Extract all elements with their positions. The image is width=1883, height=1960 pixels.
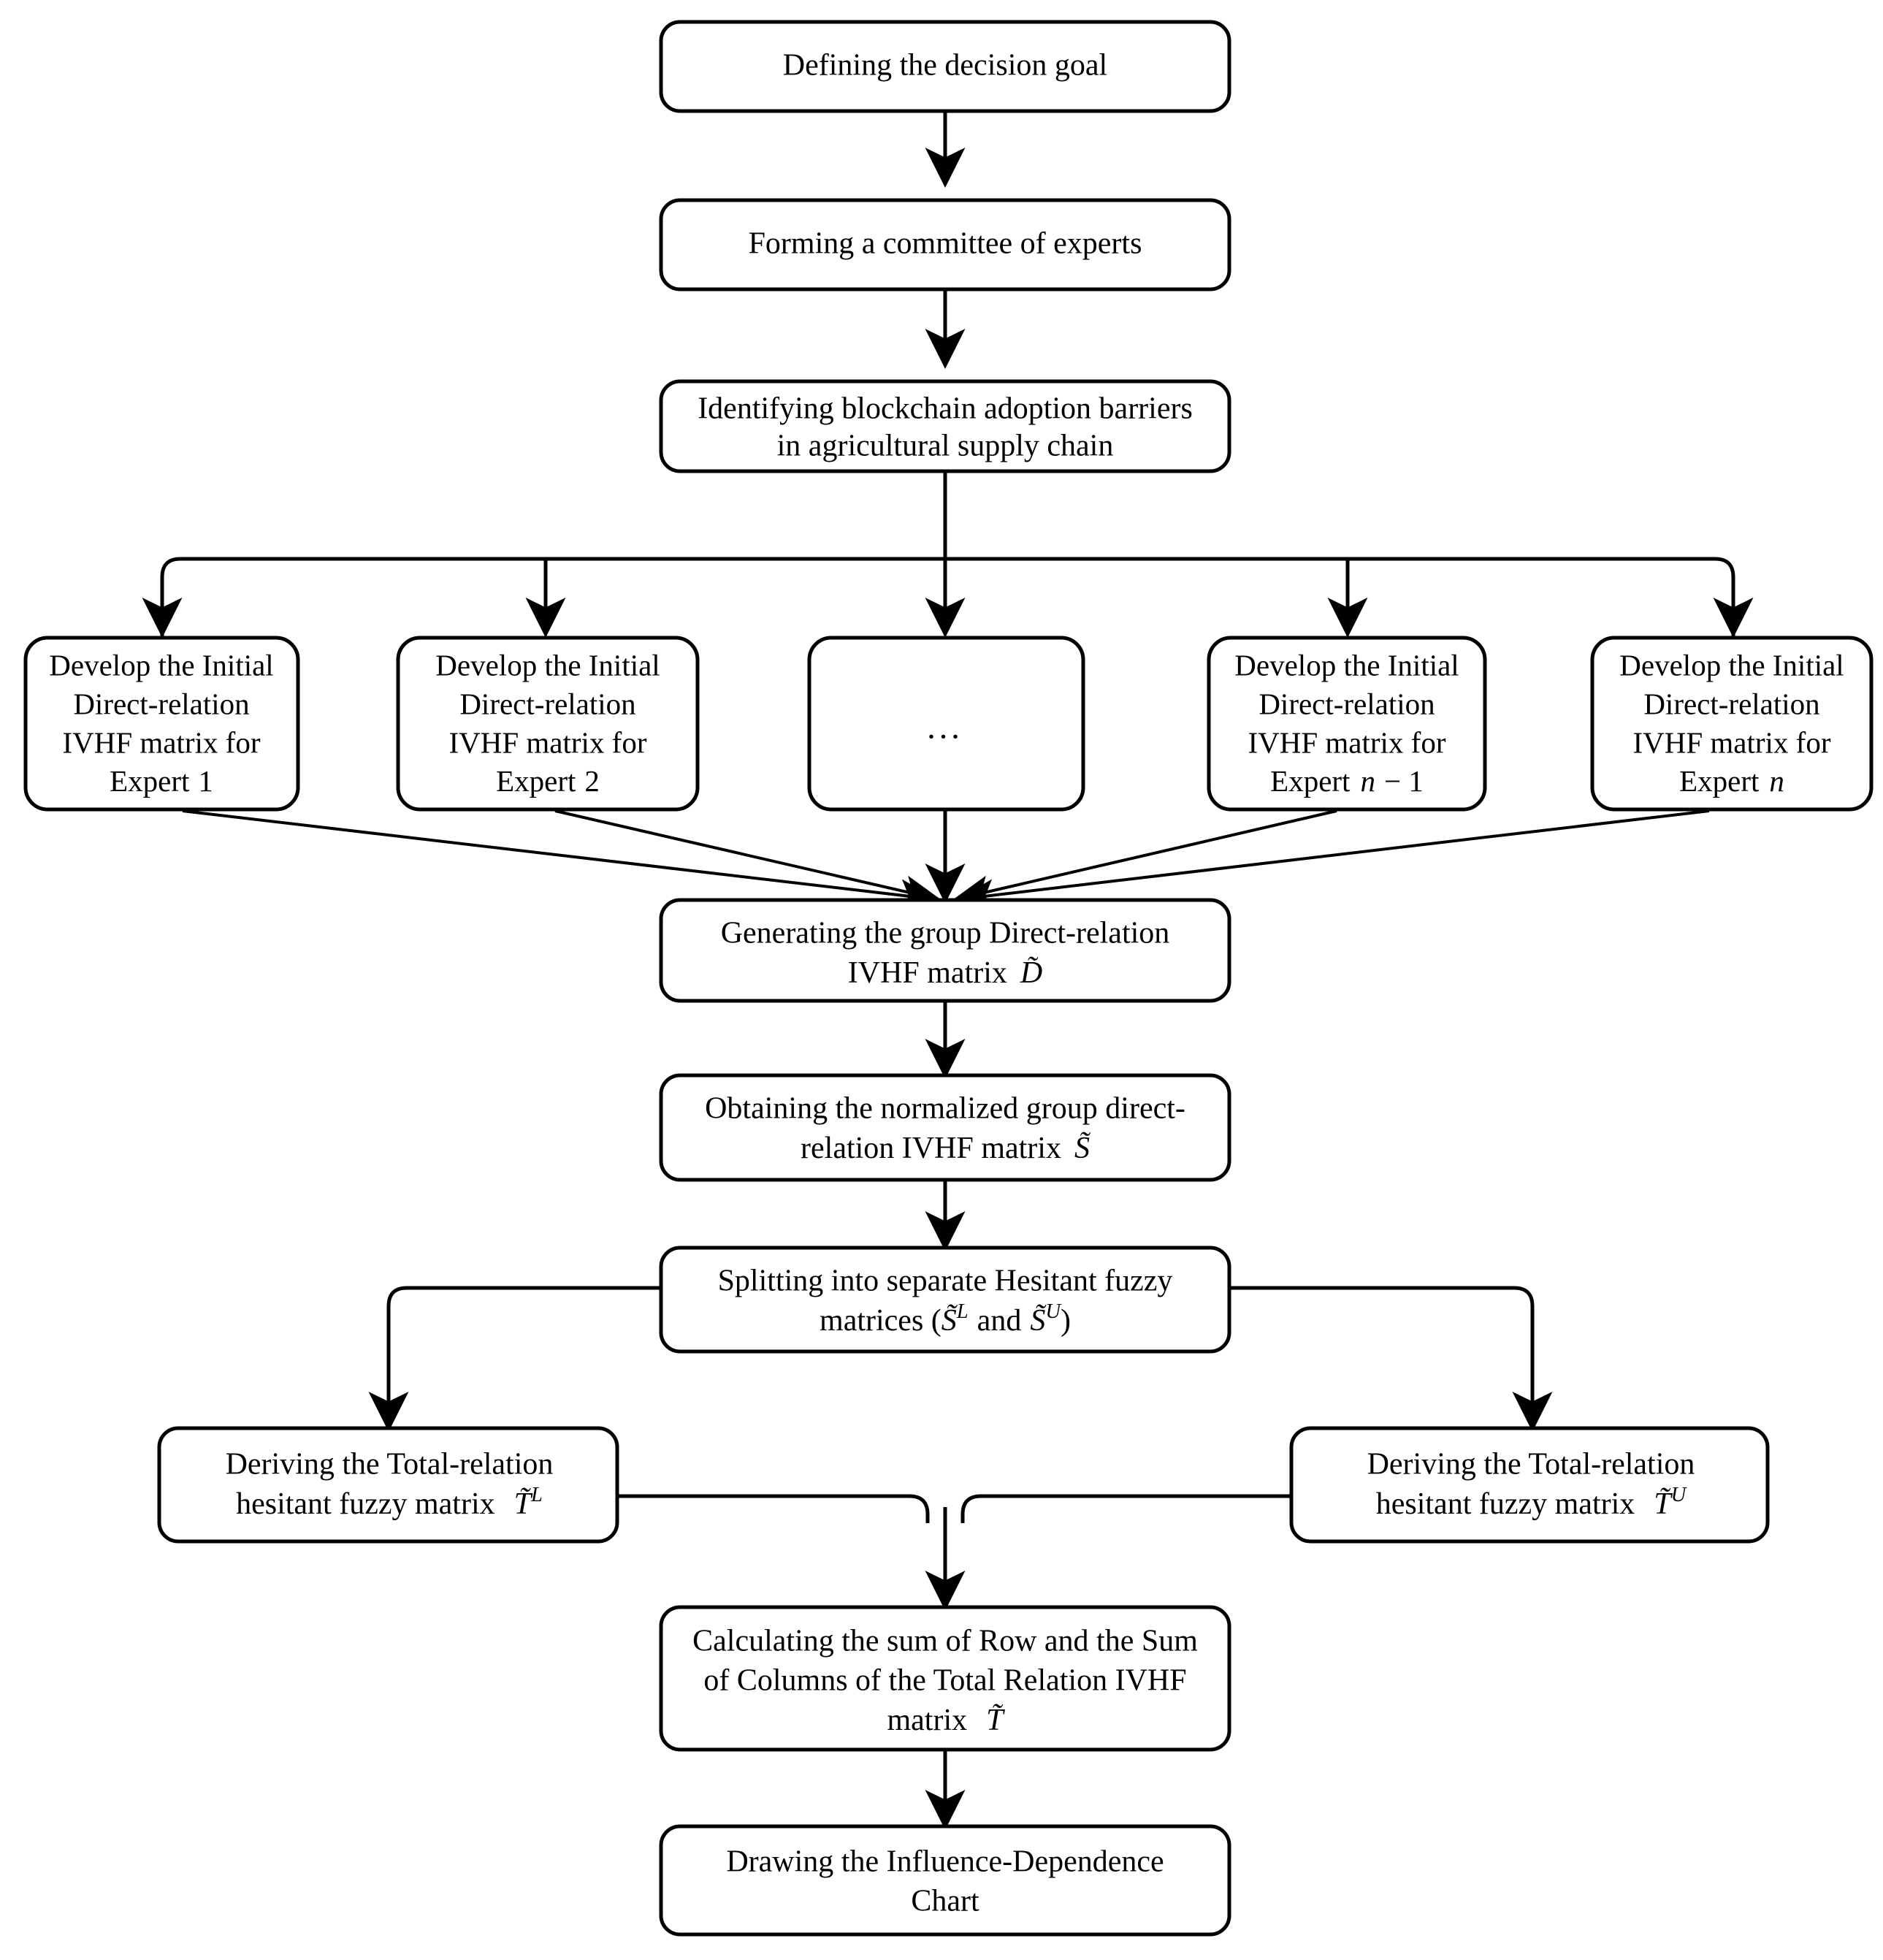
edge-expert-n-to-group: [956, 809, 1710, 912]
node-box-goal[interactable]: [659, 20, 1231, 113]
node-label-sums-line2: of Columns of the Total Relation IVHF: [703, 1664, 1186, 1698]
node-forming-committee[interactable]: Forming a committee of experts: [659, 198, 1231, 291]
node-box-expert-n-minus-1[interactable]: [1207, 636, 1487, 812]
node-label-expert-1-line3: IVHF matrix for: [62, 725, 260, 759]
node-box-normalized[interactable]: [659, 1073, 1231, 1182]
node-label-total-lower-line1: Deriving the Total-relation: [226, 1448, 554, 1482]
node-box-chart[interactable]: [659, 1824, 1231, 1937]
node-label-splitting-line1: Splitting into separate Hesitant fuzzy: [718, 1265, 1173, 1298]
node-label-expert-2-line1: Develop the Initial: [435, 648, 660, 682]
edge-splitting-to-total-lower: [368, 1286, 661, 1432]
node-label-normalized-line1: Obtaining the normalized group direct-: [705, 1092, 1185, 1126]
node-box-group-direct[interactable]: [659, 898, 1231, 1003]
node-label-goal: Defining the decision goal: [783, 49, 1107, 83]
node-label-expert-n-line3: IVHF matrix for: [1632, 725, 1830, 759]
node-label-total-upper-line1: Deriving the Total-relation: [1367, 1448, 1695, 1482]
node-box-expert-n[interactable]: [1590, 636, 1874, 812]
node-label-chart-line1: Drawing the Influence-Dependence: [726, 1845, 1164, 1879]
node-label-sums-line1: Calculating the sum of Row and the Sum: [692, 1625, 1198, 1658]
edge-total-lower-to-merge: [617, 1494, 930, 1523]
edge-splitting-to-total-upper: [1229, 1286, 1553, 1432]
node-expert-n-minus-1[interactable]: Develop the Initial Direct-relation IVHF…: [1207, 636, 1487, 812]
node-label-expert-1-line2: Direct-relation: [73, 687, 249, 720]
node-box-expert-ellipsis[interactable]: [807, 636, 1085, 812]
edge-expert-2-to-group: [554, 809, 942, 907]
node-expert-2[interactable]: Develop the Initial Direct-relation IVHF…: [396, 636, 700, 812]
node-total-relation-lower[interactable]: Deriving the Total-relation hesitant fuz…: [157, 1426, 619, 1544]
node-label-chart-line2: Chart: [911, 1885, 979, 1918]
node-label-expert-nm1-line3: IVHF matrix for: [1248, 725, 1445, 759]
node-box-total-lower[interactable]: [157, 1426, 619, 1544]
node-box-barriers[interactable]: [659, 379, 1231, 473]
node-box-total-upper[interactable]: [1289, 1426, 1770, 1544]
node-splitting-matrices[interactable]: Splitting into separate Hesitant fuzzy m…: [659, 1246, 1231, 1354]
node-calculating-sums[interactable]: Calculating the sum of Row and the Sum o…: [659, 1605, 1231, 1752]
node-label-ellipsis: ...: [927, 709, 963, 746]
node-total-relation-upper[interactable]: Deriving the Total-relation hesitant fuz…: [1289, 1426, 1770, 1544]
node-label-expert-2-line2: Direct-relation: [459, 687, 635, 720]
node-group-direct-relation[interactable]: Generating the group Direct-relation IVH…: [659, 898, 1231, 1003]
node-box-splitting[interactable]: [659, 1246, 1231, 1354]
node-label-barriers-line2: in agricultural supply chain: [777, 430, 1114, 463]
node-defining-decision-goal[interactable]: Defining the decision goal: [659, 20, 1231, 113]
node-label-expert-2-line3: IVHF matrix for: [448, 725, 646, 759]
node-label-expert-nm1-line1: Develop the Initial: [1234, 648, 1459, 682]
node-identifying-barriers[interactable]: Identifying blockchain adoption barriers…: [659, 379, 1231, 473]
node-expert-n[interactable]: Develop the Initial Direct-relation IVHF…: [1590, 636, 1874, 812]
node-label-group-line1: Generating the group Direct-relation: [721, 917, 1170, 950]
edge-expert-n-minus-1-to-group: [952, 809, 1337, 907]
node-label-expert-n-line1: Develop the Initial: [1619, 648, 1844, 682]
node-drawing-chart[interactable]: Drawing the Influence-Dependence Chart: [659, 1824, 1231, 1937]
node-box-sums[interactable]: [659, 1605, 1231, 1752]
node-label-expert-1-line1: Develop the Initial: [49, 648, 273, 682]
node-box-committee[interactable]: [659, 198, 1231, 291]
edge-total-upper-to-merge: [960, 1494, 1291, 1523]
node-normalized-group[interactable]: Obtaining the normalized group direct- r…: [659, 1073, 1231, 1182]
node-label-expert-n-line2: Direct-relation: [1643, 687, 1819, 720]
node-label-expert-nm1-line2: Direct-relation: [1258, 687, 1435, 720]
node-label-barriers-line1: Identifying blockchain adoption barriers: [698, 392, 1193, 426]
edge-bus-bar: [160, 557, 1735, 638]
node-label-committee: Forming a committee of experts: [749, 227, 1142, 261]
node-expert-ellipsis[interactable]: ...: [807, 636, 1085, 812]
node-box-expert-1[interactable]: [23, 636, 300, 812]
node-box-expert-2[interactable]: [396, 636, 700, 812]
edge-expert-1-to-group: [182, 809, 938, 912]
node-expert-1[interactable]: Develop the Initial Direct-relation IVHF…: [23, 636, 300, 812]
